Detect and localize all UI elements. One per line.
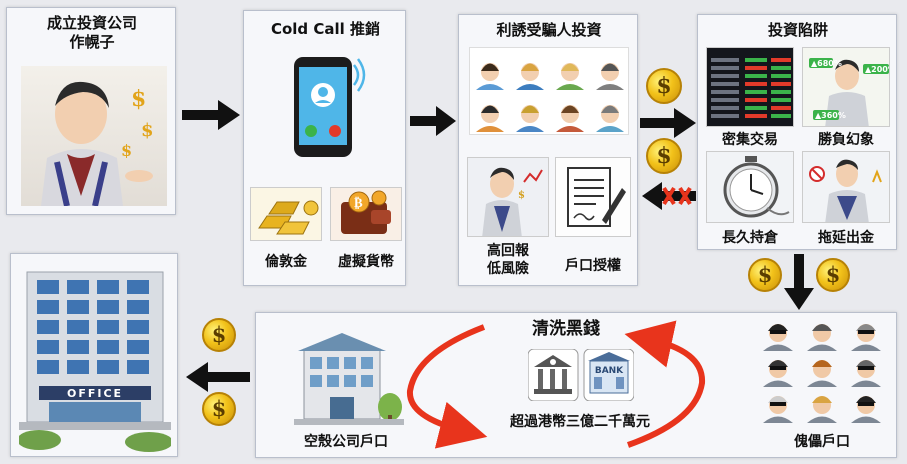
svg-text:$: $ [518,190,525,201]
high-return-label: 高回報 低風險 [487,243,529,277]
panel-cold-call: Cold Call 推銷 ₿ 倫敦金 虛擬貨幣 [243,10,406,286]
svg-text:▲680%: ▲680% [811,59,842,68]
delay-withdraw-label: 拖延出金 [818,230,874,246]
svg-text:▲200%: ▲200% [865,65,890,74]
svg-text:$: $ [131,86,146,112]
coin-icon: $ [202,318,236,352]
laundering-amount-label: 超過港幣三億二千萬元 [510,414,650,430]
office-building-icon: OFFICE [19,262,171,452]
shell-building-icon [294,327,404,427]
shell-account-label: 空殼公司戶口 [304,434,388,450]
stopwatch-icon [706,151,794,223]
delayed-withdrawal-icon [802,151,890,223]
arrow-company-to-call [182,100,240,130]
arrow-trap-to-lure-blocked [642,182,696,210]
arrow-call-to-lure [410,106,456,136]
lure-title: 利誘受騙人投資 [496,21,602,39]
panel-trap: 投資陷阱 ▲680% ▲200% ▲360% 密集交易 勝負幻象 [697,14,897,250]
bank-icon: BANK [528,349,634,401]
cycle-arrows [396,313,716,459]
coin-icon: $ [646,68,682,104]
company-title: 成立投資公司 作幌子 [46,14,137,51]
panel-lure: 利誘受騙人投資 $ 高回報 低風險 戶口授權 [458,14,638,286]
bank-sign: BANK [595,366,624,376]
phone-icon [284,51,368,161]
puppet-accounts-icon [758,317,886,427]
arrow-lure-to-trap [640,108,696,138]
crypto-label: 虛擬貨幣 [338,254,394,270]
coin-icon: $ [748,258,782,292]
coin-icon: $ [816,258,850,292]
gold-label: 倫敦金 [265,254,307,270]
long-hold-label: 長久持倉 [722,230,778,246]
gold-bars-icon [250,187,322,241]
arrow-trap-to-puppet [784,254,814,310]
people-icon [469,47,629,135]
svg-text:▲360%: ▲360% [815,111,846,120]
coin-icon: $ [646,138,682,174]
panel-company: 成立投資公司 作幌子 $ $ $ [6,7,176,215]
document-pen-icon [555,157,631,237]
trading-screen-icon [706,47,794,127]
panel-office-building: OFFICE [10,253,178,457]
puppet-account-label: 傀儡戶口 [794,434,850,450]
bitcoin-wallet-icon: ₿ [330,187,402,241]
intensive-trading-label: 密集交易 [722,132,778,148]
trap-title: 投資陷阱 [767,21,828,39]
svg-text:₿: ₿ [354,196,363,211]
winning-illusion-icon: ▲680% ▲200% ▲360% [802,47,890,127]
businessman-illustration: $ $ $ [21,66,167,206]
office-sign: OFFICE [67,387,123,400]
winning-illusion-label: 勝負幻象 [818,132,874,148]
account-auth-label: 戶口授權 [565,258,621,274]
investor-illustration: $ [467,157,549,237]
cold-call-title: Cold Call 推銷 [270,20,381,38]
coin-icon: $ [202,392,236,426]
svg-text:$: $ [121,141,132,160]
svg-text:$: $ [141,120,154,141]
arrow-shell-to-building [186,362,250,392]
laundering-title: 清洗黑錢 [532,319,600,339]
panel-laundering: 空殼公司戶口 清洗黑錢 BANK [255,312,897,458]
